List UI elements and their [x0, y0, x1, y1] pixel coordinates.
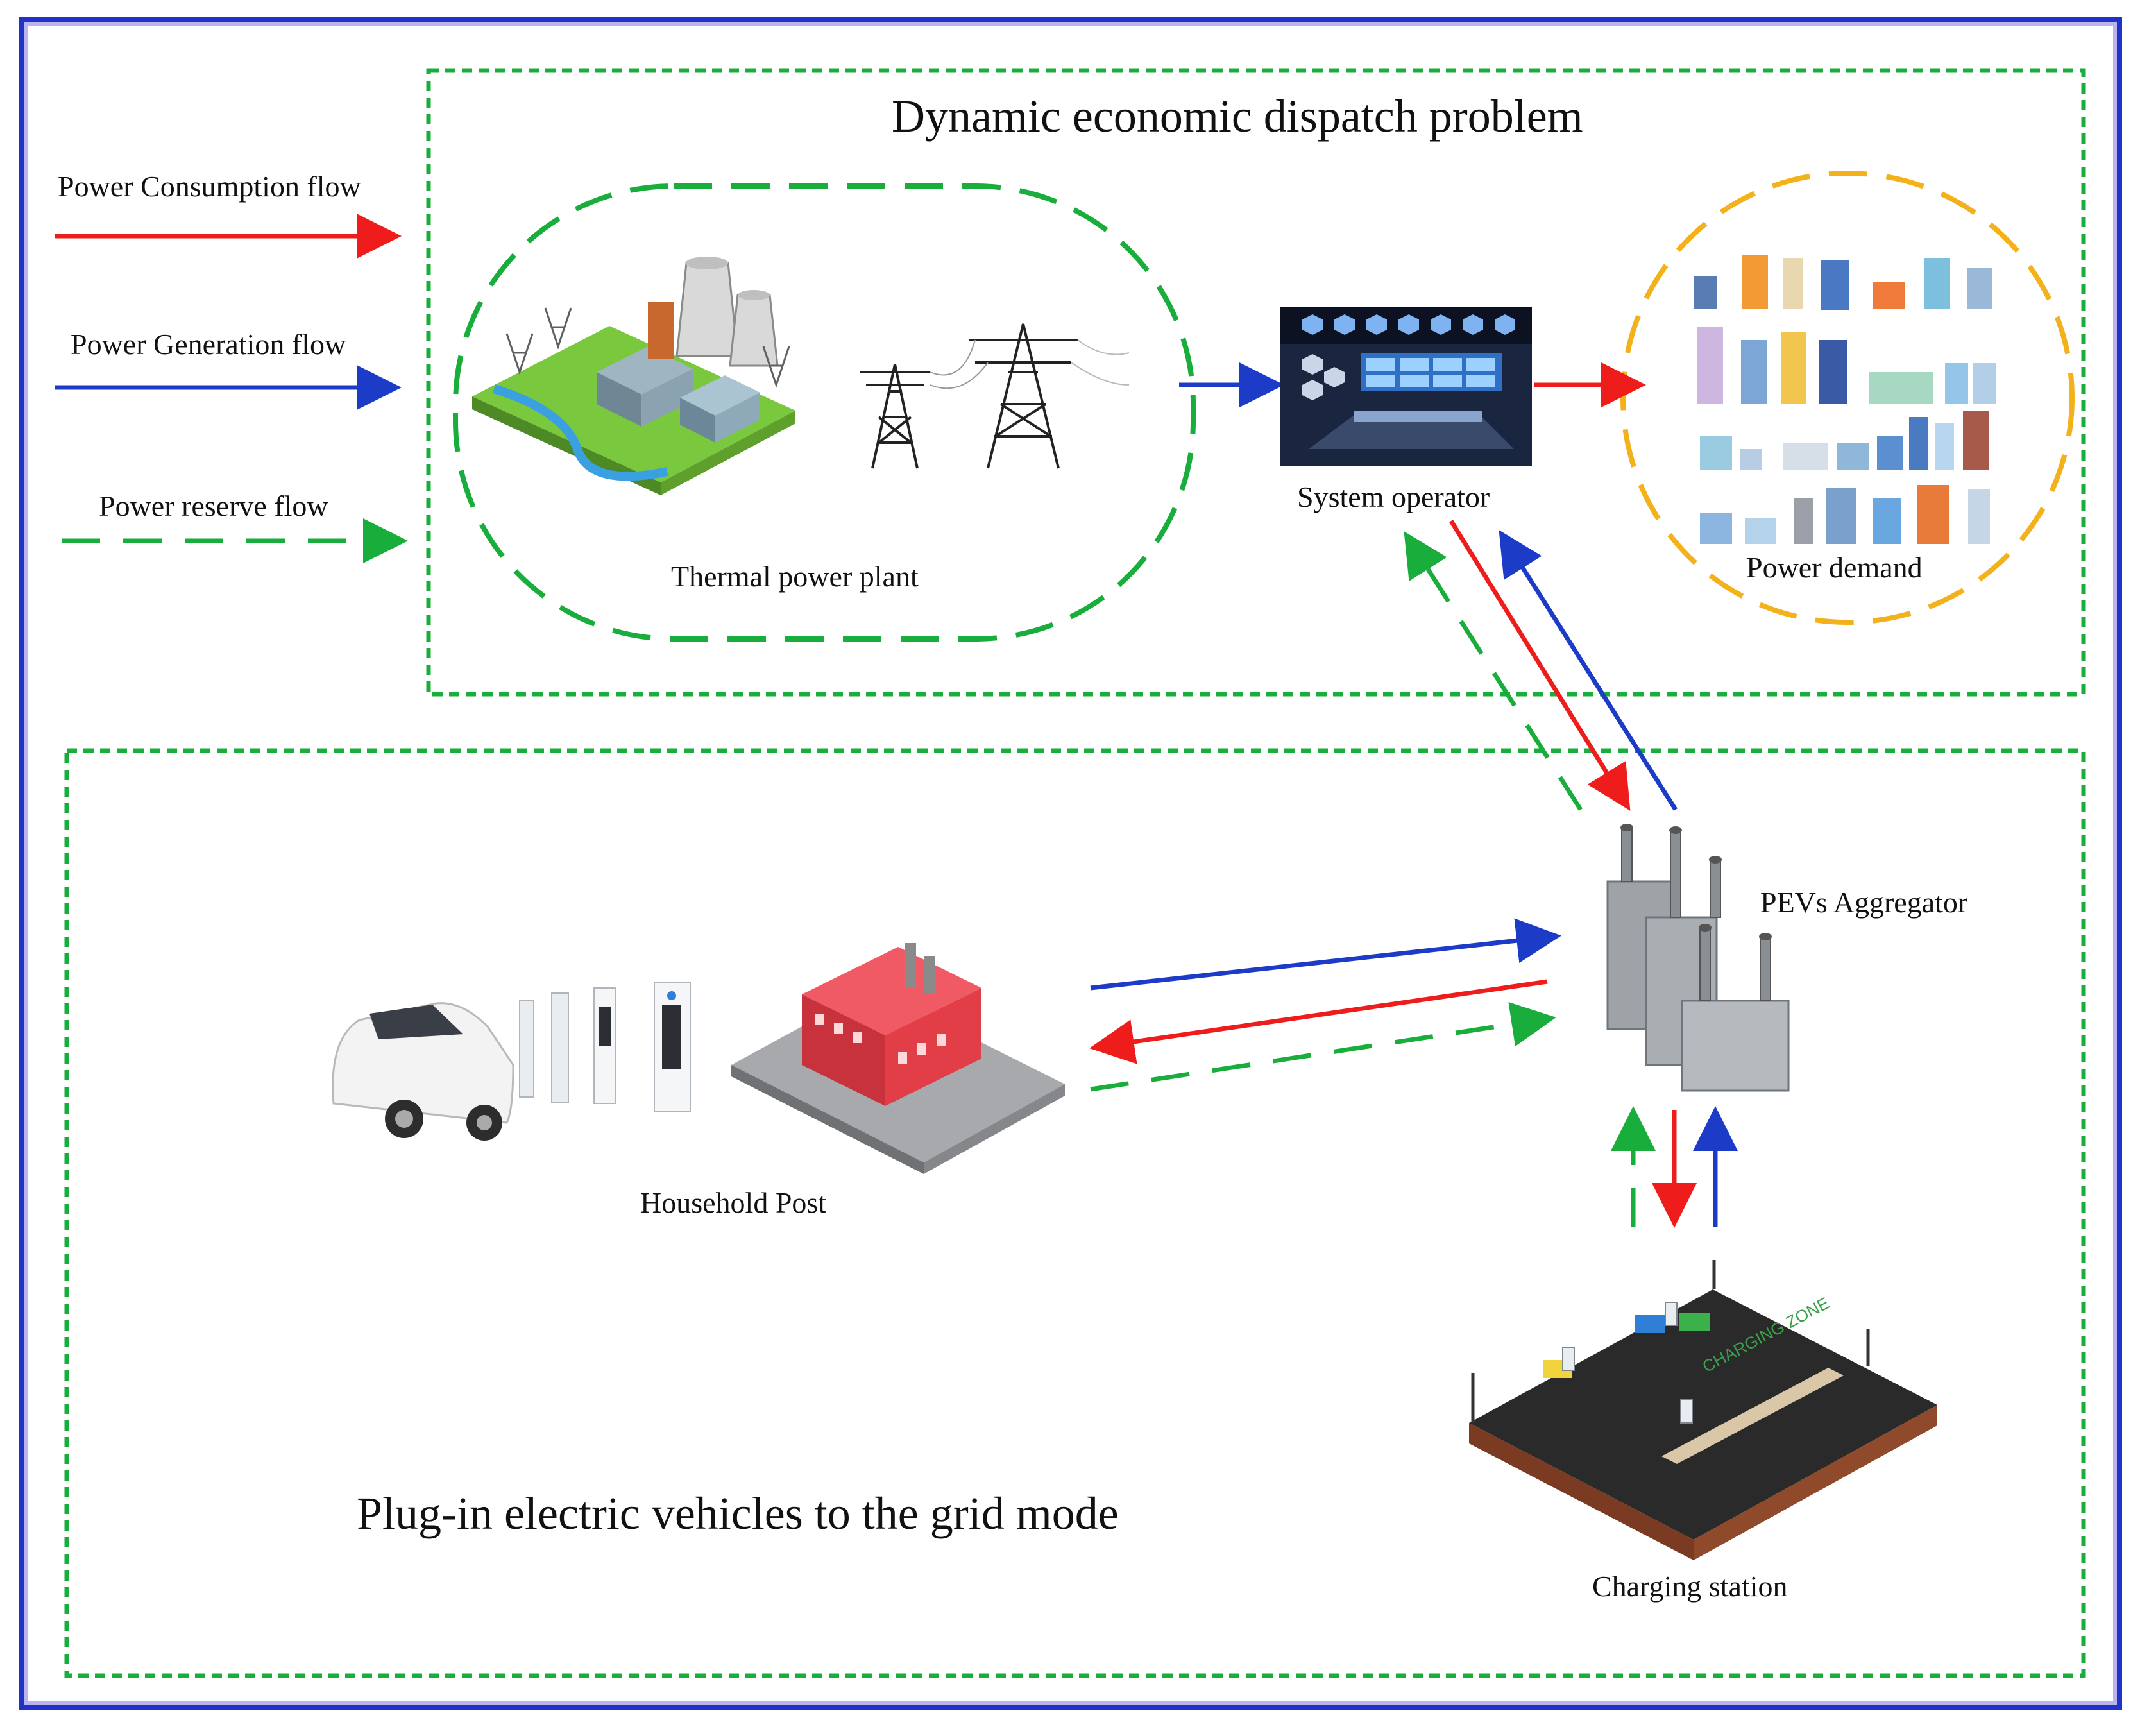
dispatch-region-title: Dynamic economic dispatch problem	[892, 90, 1583, 142]
household-post-label: Household Post	[640, 1186, 827, 1219]
outer-frame	[19, 17, 2122, 1710]
aggregator-to-household-consumption-arrow	[1089, 979, 1548, 1064]
control-room-icon	[1280, 307, 1532, 466]
pev-region-box	[64, 748, 2086, 1678]
aggregator-to-operator-generation-arrow	[1499, 530, 1678, 811]
household-to-aggregator-reserve-arrow	[1090, 1001, 1556, 1092]
household-to-aggregator-generation-arrow	[1090, 918, 1561, 991]
legend-generation-label: Power Generation flow	[71, 328, 346, 361]
city-buildings-icon	[1694, 255, 1996, 544]
system-operator-label: System operator	[1297, 481, 1490, 513]
power-plant-icon	[472, 257, 795, 495]
operator-to-aggregator-consumption-arrow	[1449, 520, 1631, 811]
pev-aggregator-label: PEVs Aggregator	[1760, 886, 1968, 919]
transmission-tower-icon	[860, 323, 1130, 469]
legend-consumption-label: Power Consumption flow	[58, 170, 361, 203]
power-demand-label: Power demand	[1746, 551, 1923, 584]
pev-region-title: Plug-in electric vehicles to the grid mo…	[357, 1488, 1119, 1539]
aggregator-to-operator-reserve-arrow	[1404, 531, 1583, 811]
ev-charger-house-icon	[332, 943, 1065, 1174]
charging-station-label: Charging station	[1592, 1570, 1788, 1603]
legend-reserve-label: Power reserve flow	[99, 489, 328, 522]
charging-lot-icon: CHARGING ZONE	[1469, 1260, 1937, 1560]
thermal-plant-label: Thermal power plant	[671, 560, 919, 593]
dispatch-region-box	[426, 68, 2086, 697]
transformer-icon	[1606, 824, 1790, 1092]
thermal-plant-boundary	[453, 183, 1196, 642]
